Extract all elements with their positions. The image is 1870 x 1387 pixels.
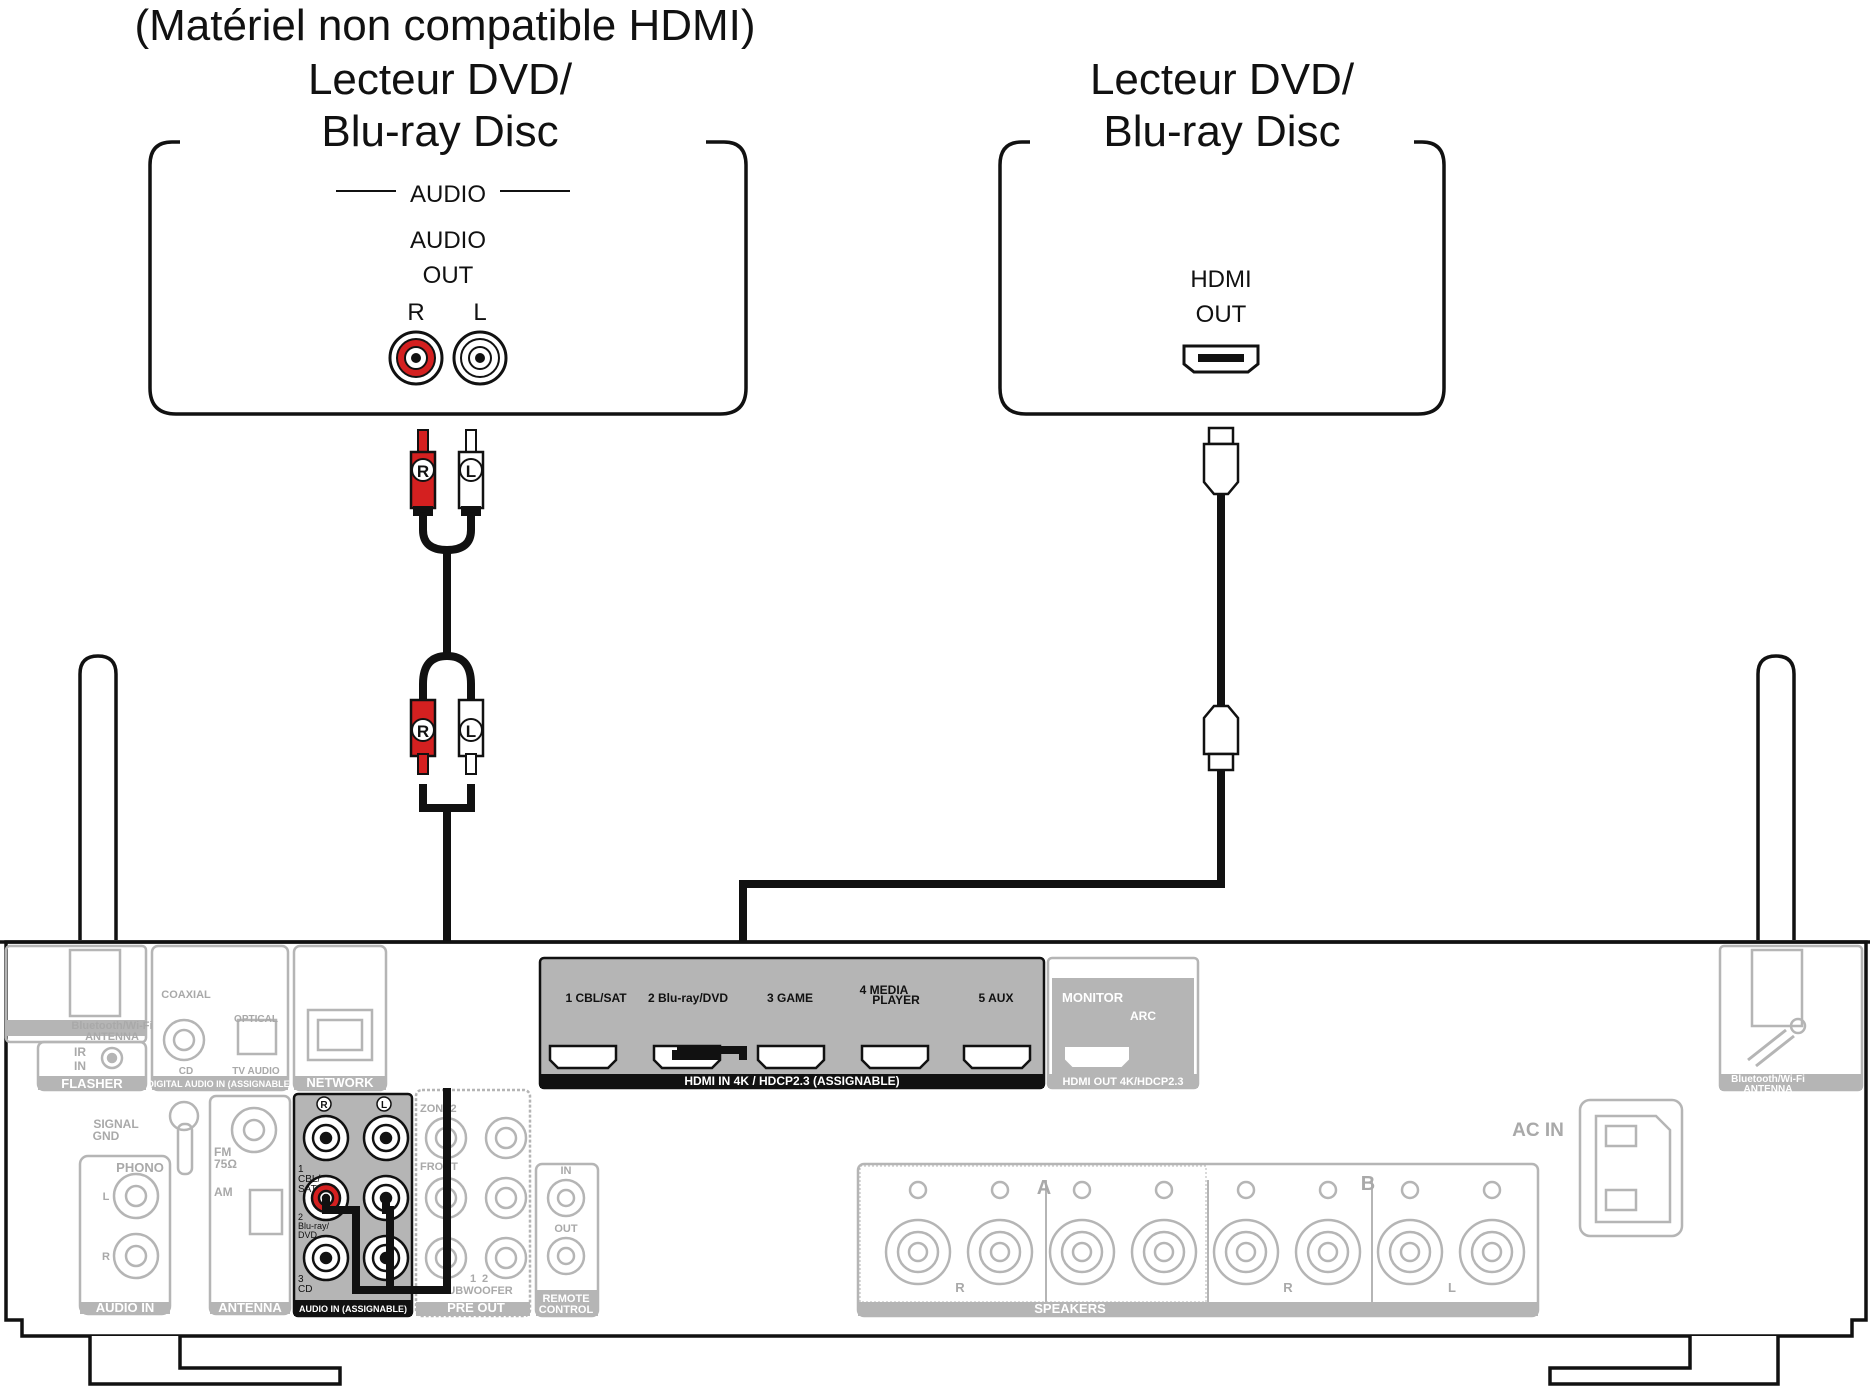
svg-text:A: A: [1037, 1177, 1051, 1199]
svg-text:2 Blu-ray/DVD: 2 Blu-ray/DVD: [648, 991, 728, 1005]
left-antenna: [78, 654, 118, 940]
right-antenna-label-2: ANTENNA: [1744, 1084, 1793, 1095]
svg-text:PHONO: PHONO: [116, 1160, 164, 1175]
svg-text:Bluetooth/Wi-Fi: Bluetooth/Wi-Fi: [71, 1020, 152, 1032]
receiver: Bluetooth/Wi-Fi ANTENNA IR IN FLASHER CO…: [0, 654, 1870, 1386]
svg-text:R: R: [1283, 1280, 1293, 1295]
svg-text:FRONT: FRONT: [420, 1161, 458, 1173]
svg-text:L: L: [1448, 1280, 1456, 1295]
svg-text:75Ω: 75Ω: [214, 1157, 237, 1171]
svg-text:3: 3: [298, 1274, 304, 1285]
svg-text:SPEAKERS: SPEAKERS: [1034, 1301, 1106, 1316]
svg-text:GND: GND: [93, 1129, 120, 1143]
ac-in-socket: [1578, 1098, 1684, 1238]
svg-text:REMOTE: REMOTE: [542, 1293, 589, 1305]
svg-text:3 GAME: 3 GAME: [767, 991, 813, 1005]
right-device-box: HDMI OUT: [998, 140, 1446, 416]
svg-text:L: L: [381, 1100, 387, 1111]
svg-text:ZONE2: ZONE2: [420, 1103, 457, 1115]
svg-text:FLASHER: FLASHER: [61, 1076, 123, 1091]
svg-text:CD: CD: [298, 1284, 312, 1295]
channel-l-label: L: [473, 299, 486, 326]
plug-bottom-l-label: L: [466, 722, 476, 741]
svg-text:ARC: ARC: [1130, 1009, 1156, 1023]
svg-text:HDMI IN 4K / HDCP2.3 (ASSIGNA: HDMI IN 4K / HDCP2.3 (ASSIGNABLE): [684, 1074, 899, 1088]
svg-text:SUBWOOFER: SUBWOOFER: [440, 1285, 513, 1297]
right-device-title-line1: Lecteur DVD/: [1089, 55, 1355, 104]
svg-text:COAXIAL: COAXIAL: [161, 989, 211, 1001]
svg-text:DVD: DVD: [298, 1230, 318, 1240]
plug-bottom-r-label: R: [417, 722, 429, 741]
hdmi-out-label-1: HDMI: [1190, 266, 1251, 293]
svg-text:R: R: [102, 1251, 110, 1263]
left-device-title-line1: Lecteur DVD/: [307, 55, 573, 104]
plug-top-l-label: L: [466, 462, 476, 481]
svg-text:FM: FM: [214, 1145, 231, 1159]
svg-text:PRE OUT: PRE OUT: [447, 1300, 505, 1315]
left-io-labels: Bluetooth/Wi-Fi ANTENNA IR IN FLASHER CO…: [61, 989, 374, 1315]
svg-text:ANTENNA: ANTENNA: [218, 1300, 282, 1315]
svg-text:2: 2: [482, 1273, 488, 1285]
hdmi-out-panel: MONITOR ARC HDMI OUT 4K/HDCP2.3: [1046, 956, 1200, 1090]
ac-in-label: AC IN: [1512, 1120, 1564, 1141]
svg-text:4 MEDIA: 4 MEDIA: [860, 983, 909, 997]
svg-text:TV AUDIO: TV AUDIO: [232, 1066, 280, 1077]
plug-top-r-label: R: [417, 462, 429, 481]
speakers-panel: A B R R L SPEAKERS: [856, 1162, 1540, 1318]
right-antenna-panel: [1718, 944, 1864, 1092]
svg-text:R: R: [320, 1100, 328, 1111]
svg-text:IN: IN: [74, 1059, 86, 1073]
left-device-box: AUDIO AUDIO OUT R L: [148, 140, 748, 416]
right-device-title: Lecteur DVD/ Blu-ray Disc: [972, 54, 1472, 158]
svg-text:5 AUX: 5 AUX: [979, 991, 1014, 1005]
left-device-title-line2: Blu-ray Disc: [321, 107, 559, 156]
svg-text:1: 1: [298, 1164, 304, 1175]
pre-out-labels: ZONE2 FRONT SUBWOOFER 1 2 PRE OUT IN OUT…: [420, 1103, 593, 1316]
svg-text:AUDIO IN (ASSIGNABLE): AUDIO IN (ASSIGNABLE): [299, 1304, 407, 1314]
svg-text:IR: IR: [74, 1045, 86, 1059]
svg-text:ANTENNA: ANTENNA: [85, 1031, 139, 1043]
channel-r-label: R: [407, 299, 424, 326]
left-device-title: Lecteur DVD/ Blu-ray Disc: [190, 54, 690, 158]
svg-text:OPTICAL: OPTICAL: [234, 1014, 278, 1025]
left-device-note: (Matériel non compatible HDMI): [134, 1, 756, 50]
rca-jack-r: [388, 330, 444, 386]
svg-text:CONTROL: CONTROL: [539, 1304, 594, 1316]
hdmi-in-panel: 1 CBL/SAT 2 Blu-ray/DVD 3 GAME 4 MEDIA P…: [538, 956, 1046, 1090]
svg-text:B: B: [1361, 1173, 1375, 1195]
audio-out-label-2: OUT: [423, 262, 474, 289]
audio-out-label-1: AUDIO: [410, 227, 486, 254]
svg-text:NETWORK: NETWORK: [306, 1075, 374, 1090]
svg-text:L: L: [103, 1191, 110, 1203]
left-io-panel: [4, 944, 388, 1316]
svg-text:2: 2: [298, 1212, 303, 1222]
right-antenna-label-1: Bluetooth/Wi-Fi: [1731, 1074, 1805, 1085]
rca-jack-l: [452, 330, 508, 386]
svg-text:AUDIO IN: AUDIO IN: [96, 1300, 155, 1315]
audio-section-label: AUDIO: [410, 181, 486, 208]
svg-text:AM: AM: [214, 1185, 233, 1199]
svg-text:Blu-ray/: Blu-ray/: [298, 1221, 330, 1231]
hdmi-out-label-2: OUT: [1196, 301, 1247, 328]
svg-text:SIGNAL: SIGNAL: [93, 1117, 138, 1131]
svg-text:CD: CD: [179, 1066, 193, 1077]
right-antenna: [1756, 654, 1796, 940]
svg-text:1: 1: [470, 1273, 476, 1285]
right-device-title-line2: Blu-ray Disc: [1103, 107, 1341, 156]
svg-text:PLAYER: PLAYER: [872, 993, 920, 1007]
svg-text:R: R: [955, 1280, 965, 1295]
svg-text:IN: IN: [561, 1165, 572, 1177]
svg-text:OUT: OUT: [554, 1223, 578, 1235]
svg-text:HDMI OUT 4K/HDCP2.3: HDMI OUT 4K/HDCP2.3: [1062, 1076, 1183, 1088]
svg-text:SAT: SAT: [298, 1184, 317, 1195]
svg-text:DIGITAL AUDIO IN (ASSIGNABLE): DIGITAL AUDIO IN (ASSIGNABLE): [147, 1079, 292, 1089]
svg-text:MONITOR: MONITOR: [1062, 990, 1124, 1005]
svg-text:CBL/: CBL/: [298, 1174, 320, 1185]
svg-text:1 CBL/SAT: 1 CBL/SAT: [565, 991, 627, 1005]
